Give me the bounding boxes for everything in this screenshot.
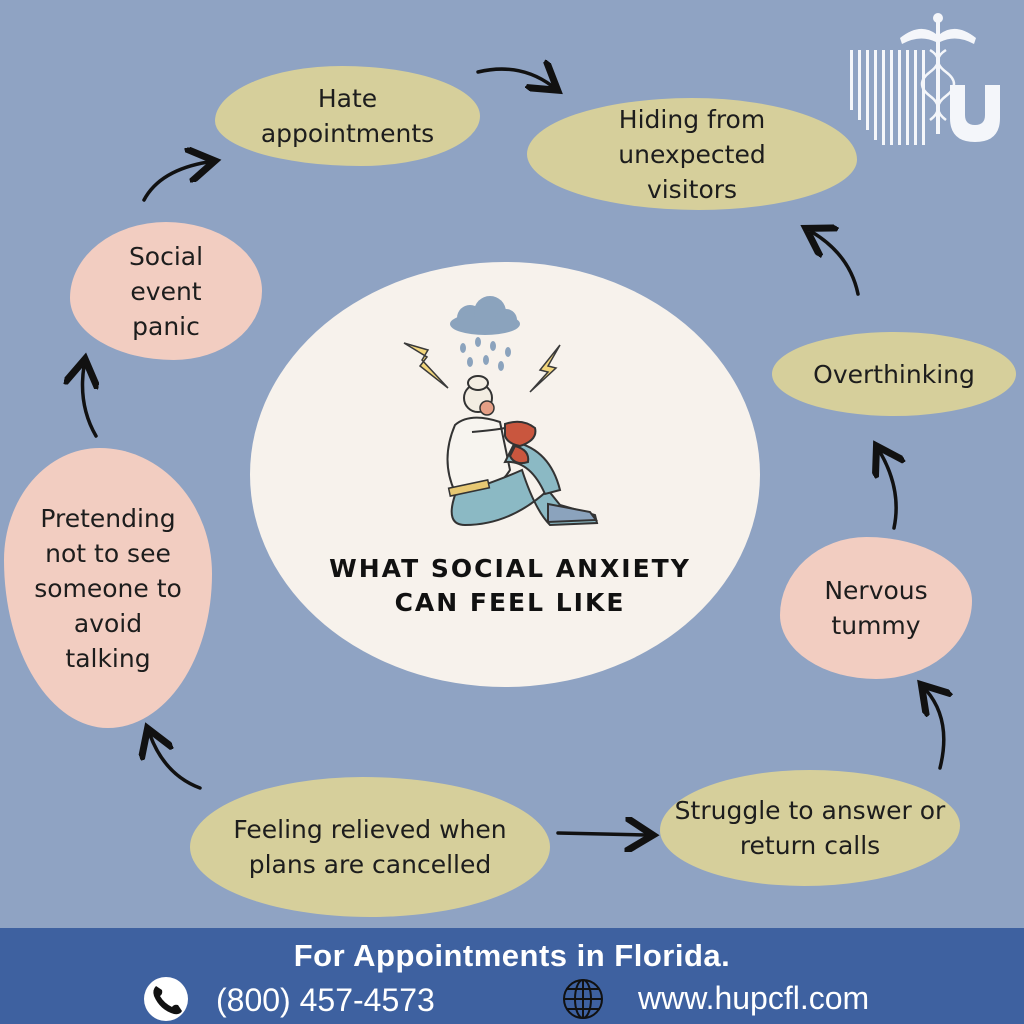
footer-phone[interactable]: (800) 457-4573 bbox=[216, 982, 435, 1018]
arrow-6 bbox=[150, 735, 202, 790]
footer-heading: For Appointments in Florida. bbox=[293, 938, 731, 973]
arrow-8 bbox=[142, 162, 208, 202]
center-title: WHAT SOCIAL ANXIETY CAN FEEL LIKE bbox=[329, 554, 691, 617]
item-nervous-tummy: Nervous tummy bbox=[780, 537, 972, 679]
item-struggle-to-answer-calls: Struggle to answer or return calls bbox=[660, 770, 960, 886]
footer-website[interactable]: www.hupcfl.com bbox=[638, 980, 870, 1016]
arrow-4 bbox=[926, 690, 944, 770]
lightning-icon bbox=[529, 344, 561, 393]
item-hiding-from-visitors: Hiding from unexpected visitors bbox=[527, 98, 857, 210]
item-social-event-panic: Social event panic bbox=[70, 222, 262, 360]
arrow-5 bbox=[556, 833, 646, 835]
phone-icon bbox=[144, 977, 188, 1021]
lightning-icon bbox=[403, 342, 449, 389]
arrow-2 bbox=[812, 232, 860, 296]
item-overthinking: Overthinking bbox=[772, 332, 1016, 416]
arrow-7 bbox=[83, 366, 97, 438]
arrow-3 bbox=[880, 452, 896, 530]
item-hate-appointments: Hate appointments bbox=[215, 66, 480, 166]
globe-icon bbox=[563, 979, 603, 1019]
item-pretending-not-to-see: Pretending not to see someone to avoid t… bbox=[4, 448, 212, 728]
arrow-1 bbox=[476, 69, 552, 86]
raincloud-icon bbox=[450, 296, 520, 371]
item-relieved-plans-cancelled: Feeling relieved when plans are cancelle… bbox=[190, 777, 550, 917]
